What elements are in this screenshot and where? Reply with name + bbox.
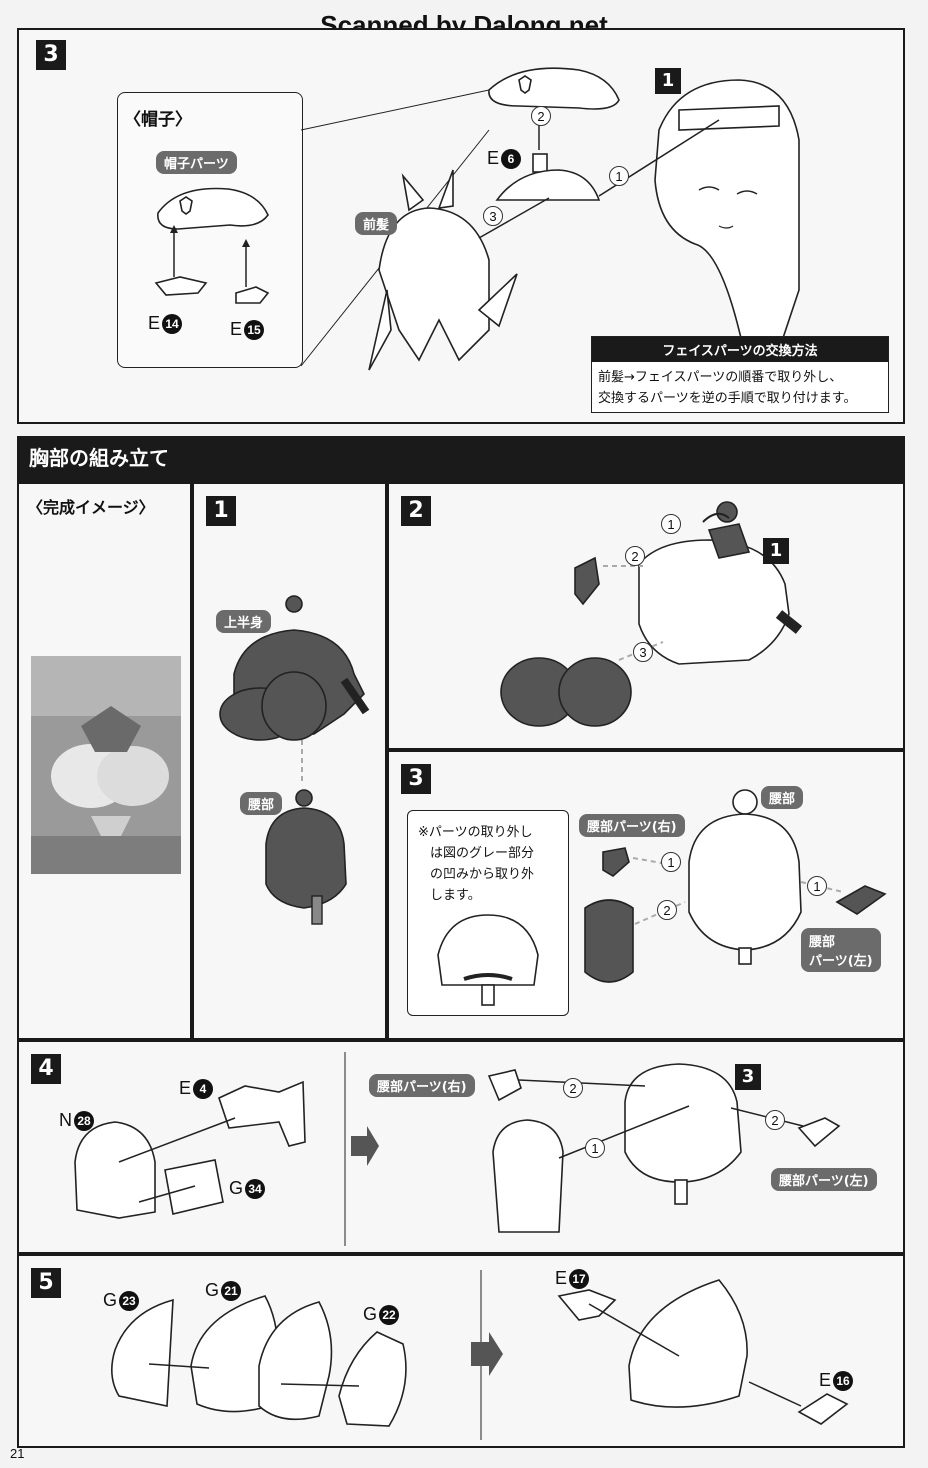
step-circle-2a: 2 [563,1078,583,1098]
waist-label: 腰部 [761,786,804,809]
removal-note-box: ※パーツの取り外し は図のグレー部分 の凹みから取り外 します。 [407,810,569,1016]
step-number: 1 [206,496,236,526]
hat-box-title: 〈帽子〉 [124,110,192,130]
step-circle-2: 2 [531,106,551,126]
chest-step2-panel: 2 1 2 3 1 [387,482,905,750]
chest-step1-panel: 1 上半身 腰部 [192,482,387,1040]
step-circle-1: 1 [609,166,629,186]
face-swap-title: フェイスパーツの交換方法 [592,337,888,362]
note-line4: します。 [430,888,481,903]
step4-drawing [74,1052,841,1246]
ref-step-number: 3 [735,1064,761,1090]
step-number: 3 [401,764,431,794]
ref-step-number: 1 [655,68,681,94]
upper-body-label: 上半身 [216,610,272,633]
chest-step3-panel: 3 ※パーツの取り外し は図のグレー部分 の凹みから取り外 します。 腰部パーツ… [387,750,905,1040]
step-circle-2b: 2 [765,1110,785,1130]
step5-drawing [111,1270,849,1440]
hat-parts-drawing [154,187,270,304]
step-circle-1: 1 [661,514,681,534]
hat-parts-label: 帽子パーツ [156,151,237,174]
face-swap-box: フェイスパーツの交換方法 前髪→フェイスパーツの順番で取り外し、 交換するパーツ… [591,336,889,413]
face-swap-line1: 前髪→フェイスパーツの順番で取り外し、 [598,370,843,385]
waist-part-left-label: 腰部パーツ(左) [771,1168,877,1191]
removal-note-drawing [437,914,539,1006]
waist-label: 腰部 [240,792,283,815]
face-swap-line2: 交換するパーツを逆の手順で取り付けます。 [598,391,857,406]
chest-step2-drawing [500,501,803,727]
step-number: 3 [36,40,66,70]
step-number: 2 [401,496,431,526]
waist-part-right-label: 腰部パーツ(右) [369,1074,475,1097]
complete-image-photo [31,656,181,874]
chest-section-title: 胸部の組み立て [17,436,905,482]
hat-leader-lines [300,67,800,413]
note-line1: ※パーツの取り外し [418,825,533,840]
note-line3: の凹みから取り外 [430,867,535,882]
step-number: 4 [31,1054,61,1084]
waist-part-left-label: 腰部 パーツ(左) [801,928,881,972]
chest-step1-drawing [219,595,370,925]
ref-step-number: 1 [763,538,789,564]
step-circle-1: 1 [585,1138,605,1158]
note-line2: は図のグレー部分 [430,846,535,861]
chest-step3-drawing [584,789,887,983]
complete-image-label: 〈完成イメージ〉 [27,498,155,517]
step-circle-3: 3 [483,206,503,226]
step-circle-2: 2 [657,900,677,920]
step-number: 5 [31,1268,61,1298]
step-circle-1b: 1 [807,876,827,896]
step-circle-3: 3 [633,642,653,662]
maegami-label: 前髪 [355,212,398,235]
page-number: 21 [10,1446,25,1461]
step-circle-1a: 1 [661,852,681,872]
complete-image-panel: 〈完成イメージ〉 [17,482,192,1040]
waist-part-right-label: 腰部パーツ(右) [579,814,685,837]
step-circle-2: 2 [625,546,645,566]
